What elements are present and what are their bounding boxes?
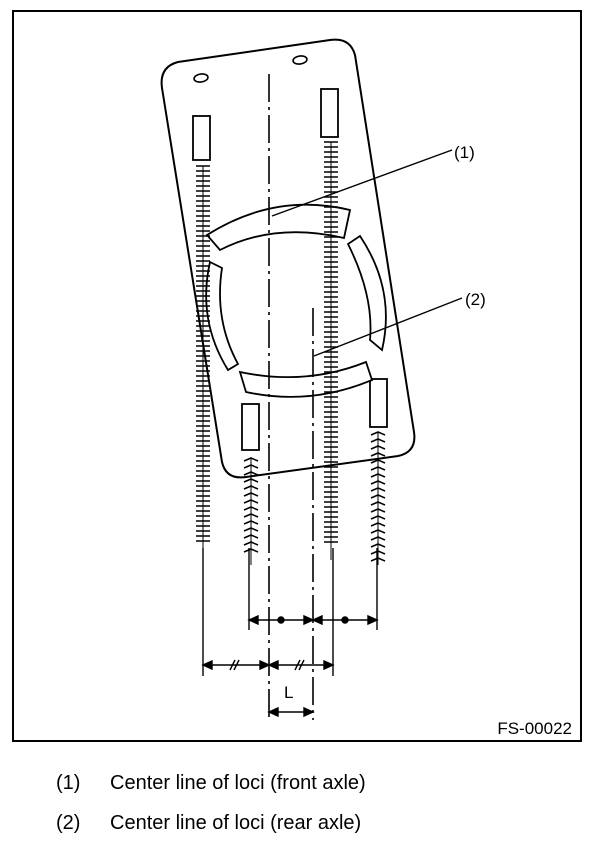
plate-hole-right <box>292 55 308 65</box>
tire-track-front-left <box>196 165 210 560</box>
turning-plate <box>160 38 416 479</box>
plate-hole-left <box>193 73 209 83</box>
legend-item-2: (2) Center line of loci (rear axle) <box>56 812 361 835</box>
slot-rear-right <box>369 378 388 428</box>
tire-track-front-right <box>324 141 338 560</box>
leader-line-2 <box>313 297 463 357</box>
slot-rear-left <box>241 403 260 451</box>
legend-number: (1) <box>56 772 81 794</box>
tire-track-rear-left <box>243 457 259 565</box>
callout-2: (2) <box>465 290 486 309</box>
dimension-L <box>267 706 315 718</box>
legend-item-1: (1) Center line of loci (front axle) <box>56 772 366 795</box>
dimension-row-rear <box>247 614 379 626</box>
callout-1: (1) <box>454 143 475 162</box>
slot-front-left <box>192 115 211 161</box>
figure-code: FS-00022 <box>497 719 572 738</box>
turntable-segments <box>205 203 387 398</box>
legend-text: Center line of loci (front axle) <box>110 772 366 794</box>
legend-number: (2) <box>56 812 81 834</box>
dimension-label-L: L <box>284 683 293 702</box>
legend-text: Center line of loci (rear axle) <box>110 812 362 834</box>
dimension-row-front <box>201 659 335 671</box>
leader-line-1 <box>271 149 453 217</box>
dimension-extension-lines <box>202 548 378 676</box>
tire-track-rear-right <box>370 431 386 565</box>
slot-front-right <box>320 88 339 138</box>
